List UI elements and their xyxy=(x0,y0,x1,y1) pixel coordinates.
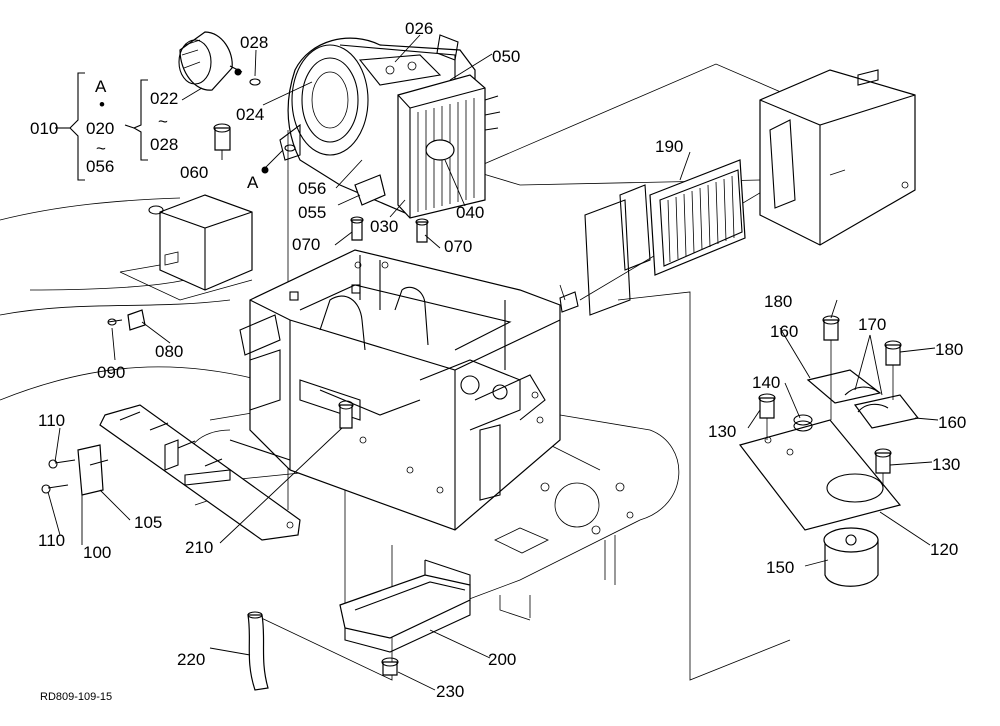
callout-028-top: 028 xyxy=(240,33,268,52)
callout-040: 040 xyxy=(456,203,484,222)
callout-056: 056 xyxy=(298,179,326,198)
heater-core xyxy=(397,74,501,219)
callout-190: 190 xyxy=(655,137,683,156)
ref-a-top: A xyxy=(95,77,107,96)
callout-110-top: 110 xyxy=(38,411,65,430)
callout-100: 100 xyxy=(83,543,111,562)
bolt-180-right xyxy=(884,340,902,366)
callout-180-left: 180 xyxy=(764,292,792,311)
blower-motor xyxy=(178,31,243,91)
callout-090: 090 xyxy=(97,363,125,382)
callout-070-left: 070 xyxy=(292,235,320,254)
washer-028 xyxy=(249,78,261,86)
group-bracket-010 xyxy=(55,72,148,181)
shim-160-right xyxy=(853,394,920,429)
callout-140: 140 xyxy=(752,373,780,392)
callout-020: 020 xyxy=(86,119,114,138)
front-bracket xyxy=(99,404,301,541)
screw-110-top xyxy=(48,459,76,469)
callout-210: 210 xyxy=(185,538,213,557)
callout-170: 170 xyxy=(858,315,886,334)
callout-220: 220 xyxy=(177,650,205,669)
air-filter xyxy=(559,159,746,316)
ref-dot: • xyxy=(99,95,105,114)
callout-110-bottom: 110 xyxy=(38,531,65,550)
bolt-180-left xyxy=(822,315,840,341)
ref-tilde-left: ~ xyxy=(96,139,106,158)
callout-060: 060 xyxy=(180,163,208,182)
drawing-code: RD809-109-15 xyxy=(40,691,112,703)
callout-160-left: 160 xyxy=(770,322,798,341)
bolt-210 xyxy=(338,400,354,429)
shim-160-left xyxy=(806,369,882,404)
callout-130-right: 130 xyxy=(932,455,960,474)
callout-160-right: 160 xyxy=(938,413,966,432)
drain-plug-left xyxy=(350,216,364,241)
callout-080: 080 xyxy=(155,342,183,361)
drain-plug-right xyxy=(415,218,429,243)
screw-090 xyxy=(107,318,123,326)
mount-plate-120 xyxy=(738,419,902,531)
callout-010: 010 xyxy=(30,119,58,138)
damper-150 xyxy=(823,527,879,587)
cover-housing xyxy=(759,69,916,246)
grommet-170 xyxy=(844,386,889,413)
bolt-130-right xyxy=(874,448,892,474)
mount-assembly-lines xyxy=(766,340,894,490)
ring-140 xyxy=(793,414,813,432)
callout-labels: A • 010 020 ~ 056 022 ~ 028 028 024 026 … xyxy=(30,19,966,703)
callout-056-left: 056 xyxy=(86,157,114,176)
reference-a-markers xyxy=(261,166,269,174)
ref-a-main: A xyxy=(247,173,259,192)
callout-022: 022 xyxy=(150,89,178,108)
screw-110-bottom xyxy=(41,484,69,494)
clip-080 xyxy=(127,309,146,331)
ref-tilde-right: ~ xyxy=(158,112,168,131)
callout-024: 024 xyxy=(236,105,264,124)
callout-055: 055 xyxy=(298,203,326,222)
drip-tray xyxy=(339,559,471,653)
main-frame xyxy=(229,249,561,531)
callout-070-right: 070 xyxy=(444,237,472,256)
callout-030: 030 xyxy=(370,217,398,236)
callout-180-right: 180 xyxy=(935,340,963,359)
callout-050: 050 xyxy=(492,47,520,66)
switch-100 xyxy=(77,444,109,496)
callout-028-left: 028 xyxy=(150,135,178,154)
hose-clamp xyxy=(381,657,399,676)
bolt-060 xyxy=(213,123,231,151)
callout-200: 200 xyxy=(488,650,516,669)
leader-lines xyxy=(47,34,939,691)
callout-130-left: 130 xyxy=(708,422,736,441)
callout-230: 230 xyxy=(436,682,464,701)
callout-150: 150 xyxy=(766,558,794,577)
bracket-055 xyxy=(354,174,386,206)
battery-box xyxy=(119,194,253,301)
drain-hose xyxy=(247,611,269,691)
bolt-130-left xyxy=(758,393,776,419)
callout-120: 120 xyxy=(930,540,958,559)
callout-026: 026 xyxy=(405,19,433,38)
callout-105: 105 xyxy=(134,513,162,532)
